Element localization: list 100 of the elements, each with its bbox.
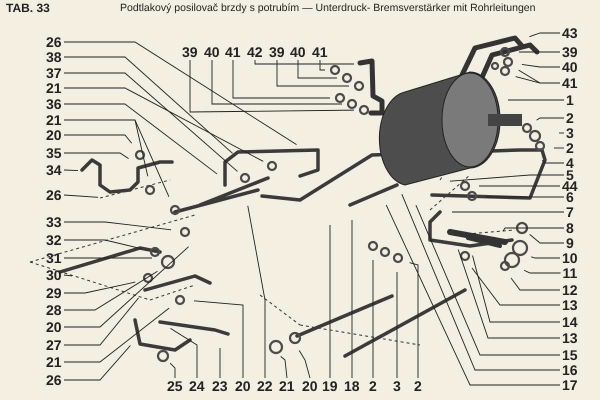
callout-number: 13 xyxy=(561,331,579,345)
leader-line xyxy=(64,308,170,362)
leader-line xyxy=(247,205,266,378)
callout-number: 16 xyxy=(561,363,579,377)
leader-line xyxy=(298,60,338,78)
leader-line xyxy=(298,350,310,378)
callout-number: 36 xyxy=(45,97,63,111)
callout-number: 28 xyxy=(45,303,63,317)
callout-number: 12 xyxy=(561,283,579,297)
leader-line xyxy=(170,328,198,378)
callout-number: 31 xyxy=(45,251,63,265)
leader-line xyxy=(529,32,560,38)
title: Podtlakový posilovač brzdy s potrubím — Unterdruck- Bremsverstärker mit Rohrleitungen xyxy=(120,2,536,14)
leader-line xyxy=(372,260,374,378)
callout-number: 37 xyxy=(45,66,63,80)
callout-number: 39 xyxy=(181,45,199,59)
callout-number: 14 xyxy=(561,315,579,329)
leader-line xyxy=(409,262,418,378)
callout-number: 2 xyxy=(368,379,378,393)
leader-line xyxy=(486,196,564,198)
callout-number: 20 xyxy=(234,379,252,393)
leader-line xyxy=(194,300,244,378)
leader-line xyxy=(64,246,190,328)
callout-number: 21 xyxy=(45,81,63,95)
leader-line xyxy=(276,60,350,86)
leader-line xyxy=(529,234,564,244)
leader-line xyxy=(521,64,560,68)
callout-number: 34 xyxy=(45,163,63,177)
callout-number: 6 xyxy=(565,190,575,204)
callout-number: 3 xyxy=(565,126,575,140)
callout-number: 21 xyxy=(45,113,63,127)
leader-line xyxy=(64,240,142,250)
callout-number: 29 xyxy=(45,286,63,300)
callout-number: 2 xyxy=(565,111,575,125)
leader-line xyxy=(530,256,560,258)
callout-number: 20 xyxy=(301,379,319,393)
callout-number: 35 xyxy=(45,146,63,160)
callout-number: 26 xyxy=(45,373,63,387)
leader-line xyxy=(510,278,560,290)
leader-line xyxy=(232,60,330,98)
callout-number: 43 xyxy=(561,26,579,40)
leader-line xyxy=(254,60,354,64)
leader-line xyxy=(64,194,98,198)
callout-number: 9 xyxy=(565,236,575,250)
callout-number: 21 xyxy=(45,355,63,369)
callout-number: 38 xyxy=(45,50,63,64)
leader-line xyxy=(64,56,233,154)
leader-line xyxy=(472,255,560,322)
callout-number: 13 xyxy=(561,298,579,312)
callout-number: 40 xyxy=(289,45,307,59)
leader-line xyxy=(558,132,564,134)
leader-line xyxy=(524,270,561,274)
callout-number: 21 xyxy=(278,379,296,393)
leader-line xyxy=(64,72,238,172)
leader-line xyxy=(190,60,354,112)
leader-line xyxy=(64,120,170,198)
callout-number: 24 xyxy=(188,379,206,393)
callout-number: 26 xyxy=(45,35,63,49)
leader-line xyxy=(64,152,130,160)
leader-line xyxy=(518,70,560,84)
callout-number: 2 xyxy=(565,141,575,155)
callout-number: 11 xyxy=(562,266,578,280)
leader-line xyxy=(386,204,560,386)
callout-number: 40 xyxy=(561,60,579,74)
leader-line xyxy=(64,274,72,276)
callout-number: 23 xyxy=(211,379,229,393)
leader-line xyxy=(64,88,264,162)
leader-line xyxy=(170,362,176,378)
leader-line xyxy=(401,194,560,370)
callout-number: 26 xyxy=(45,188,63,202)
callout-number: 20 xyxy=(45,128,63,142)
callout-number: 25 xyxy=(166,379,184,393)
leader-line xyxy=(212,60,342,104)
callout-number: 40 xyxy=(203,45,221,59)
leader-line xyxy=(542,160,564,164)
leader-line xyxy=(450,174,564,182)
callout-number: 44 xyxy=(561,179,579,193)
callout-number: 3 xyxy=(392,379,402,393)
leader-line xyxy=(64,345,131,380)
leader-line xyxy=(536,118,564,121)
callout-number: 22 xyxy=(256,379,274,393)
table-number: TAB. 33 xyxy=(6,1,50,15)
callout-number: 20 xyxy=(45,320,63,334)
callout-number: 8 xyxy=(565,221,575,235)
leader-line xyxy=(64,282,136,294)
leader-line xyxy=(320,60,326,70)
leader-line xyxy=(396,272,398,378)
leader-line xyxy=(502,228,564,232)
callout-number: 41 xyxy=(311,45,329,59)
callout-number: 4 xyxy=(565,156,575,170)
callout-number: 27 xyxy=(45,338,63,352)
callout-number: 39 xyxy=(561,45,579,59)
callout-number: 7 xyxy=(565,205,575,219)
leader-line xyxy=(64,270,158,310)
leader-line xyxy=(472,268,560,306)
callout-number: 19 xyxy=(321,379,339,393)
callout-number: 2 xyxy=(413,379,423,393)
leader-line xyxy=(64,42,297,146)
leader-line xyxy=(415,204,560,356)
callout-number: 17 xyxy=(561,378,579,392)
